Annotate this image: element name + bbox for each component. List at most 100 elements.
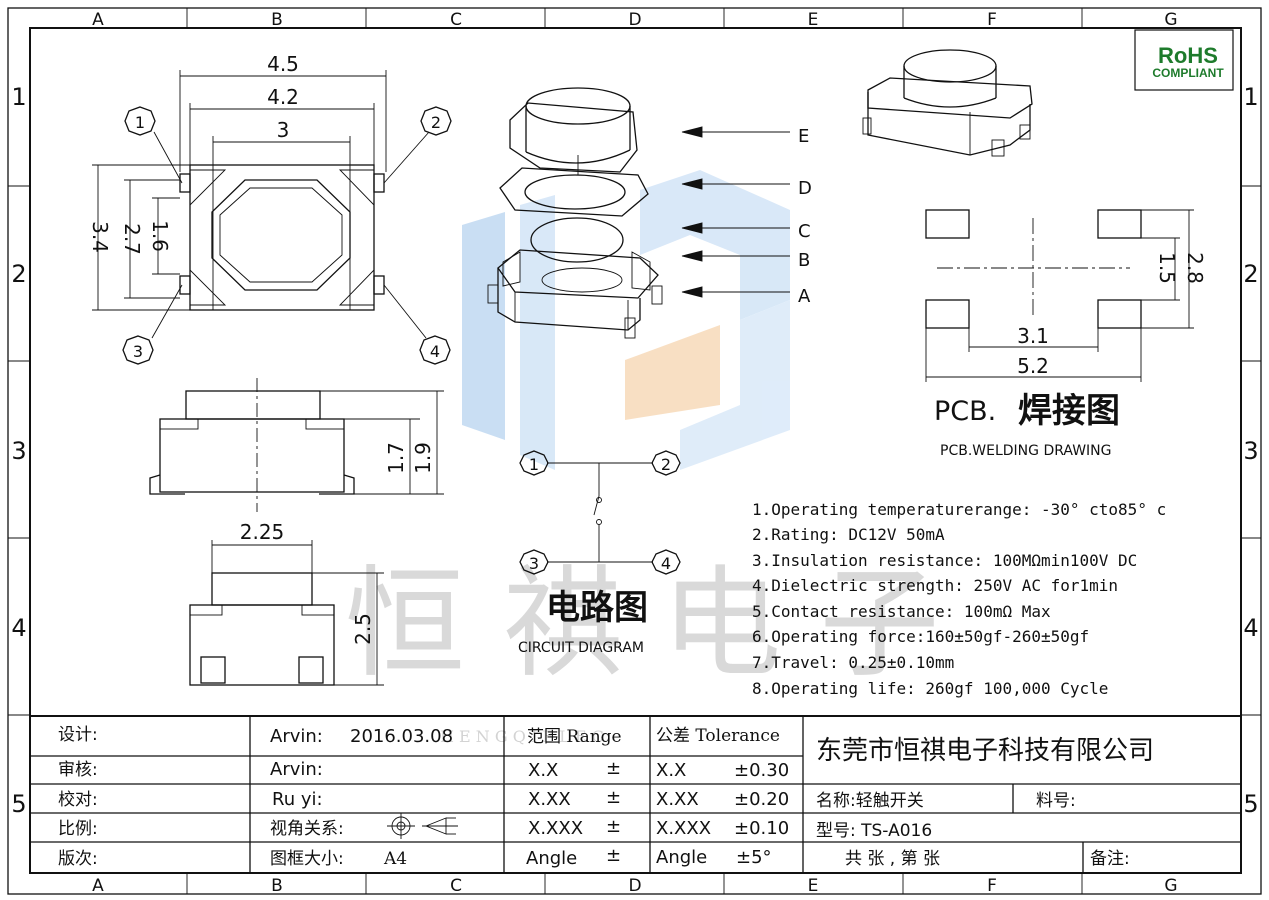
range-pm-2: ± xyxy=(606,787,621,808)
tol-val-3: ±0.10 xyxy=(734,818,789,839)
zone-top-F: F xyxy=(987,10,997,30)
zone-left-3: 3 xyxy=(11,437,26,465)
top-view-body xyxy=(189,164,375,311)
pin-label-4: 4 xyxy=(430,342,440,361)
zone-top-D: D xyxy=(628,10,641,30)
rohs-badge: RoHS COMPLIANT xyxy=(1134,29,1234,91)
spec-list: 1.Operating temperaturerange: -30° cto85… xyxy=(752,500,1166,698)
zone-bottom-A: A xyxy=(92,876,104,896)
zone-right-1: 1 xyxy=(1243,83,1258,111)
range-row-4: Angle xyxy=(526,848,577,869)
zone-left-5: 5 xyxy=(11,790,26,818)
label-scale: 比例: xyxy=(58,819,98,839)
pcb-pad-1 xyxy=(925,209,970,239)
pcb-dim-width-outer: 5.2 xyxy=(1017,354,1049,378)
range-row-2: X.XX xyxy=(528,789,571,810)
pin-terminal-1 xyxy=(179,173,191,193)
label-design: 设计: xyxy=(58,725,98,745)
top-view-actuator-outer xyxy=(211,179,351,291)
range-pm-3: ± xyxy=(606,816,621,837)
spec-line: 2.Rating: DC12V 50mA xyxy=(752,525,945,544)
pcb-dim-height-inner: 1.5 xyxy=(1155,252,1179,284)
zone-row-labels: 1 2 3 4 5 1 2 3 4 5 xyxy=(11,83,1258,818)
front-view: 2.25 2.5 xyxy=(189,520,384,686)
zone-bottom-G: G xyxy=(1164,876,1177,896)
spec-line: 8.Operating life: 260gf 100,000 Cycle xyxy=(752,679,1108,698)
side-view: 1.7 1.9 xyxy=(149,378,444,512)
label-version: 版次: xyxy=(58,849,98,869)
tol-val-1: ±0.30 xyxy=(734,760,789,781)
spec-line: 3.Insulation resistance: 100MΩmin100V DC xyxy=(752,551,1137,570)
rohs-subtitle: COMPLIANT xyxy=(1152,66,1224,80)
tol-key-4: Angle xyxy=(656,847,707,868)
pcb-pad-3 xyxy=(925,299,970,329)
rohs-title: RoHS xyxy=(1158,43,1218,68)
frame-size-value: A4 xyxy=(383,849,407,869)
dim-height-inner: 1.6 xyxy=(148,220,172,252)
zone-bottom-E: E xyxy=(808,876,819,896)
frame-size-label: 图框大小: xyxy=(270,849,344,869)
zone-top-C: C xyxy=(450,10,462,30)
spec-line: 7.Travel: 0.25±0.10mm xyxy=(752,653,954,672)
zone-top-E: E xyxy=(808,10,819,30)
circuit-diagram: 1 2 3 4 电路图 CIRCUIT DIAGRAM xyxy=(518,450,681,656)
zone-top-G: G xyxy=(1164,10,1177,30)
dim-height-mid: 2.7 xyxy=(120,223,144,255)
sheet-count: 共 张 , 第 张 xyxy=(845,849,940,869)
dim-height-outer: 3.4 xyxy=(88,221,112,253)
part-label-D: D xyxy=(798,178,812,199)
top-view-actuator-inner xyxy=(219,187,343,283)
spec-line: 1.Operating temperaturerange: -30° cto85… xyxy=(752,500,1166,519)
title-block: 设计: 审核: 校对: 比例: 版次: Arvin: 2016.03.08 Ar… xyxy=(30,715,1241,873)
pin-label-3: 3 xyxy=(133,342,143,361)
circuit-pin-2: 2 xyxy=(661,455,671,474)
zone-bottom-D: D xyxy=(628,876,641,896)
pcb-pad-2 xyxy=(1097,209,1142,239)
part-E-cap xyxy=(509,87,638,175)
watermark-text: 恒 祺 电 子 H E N G Q I E L E C xyxy=(345,555,939,746)
zone-left-4: 4 xyxy=(11,614,26,642)
zone-right-3: 3 xyxy=(1243,437,1258,465)
tol-val-2: ±0.20 xyxy=(734,789,789,810)
zone-right-4: 4 xyxy=(1243,614,1258,642)
company-name: 东莞市恒祺电子科技有限公司 xyxy=(816,736,1154,766)
part-label-E: E xyxy=(798,126,809,147)
spec-line: 6.Operating force:160±50gf-260±50gf xyxy=(752,627,1089,646)
dim-side-height-body: 1.7 xyxy=(384,442,408,474)
brand-logo-watermark xyxy=(462,170,790,470)
dim-width-outer: 4.5 xyxy=(267,52,299,76)
tol-key-2: X.XX xyxy=(656,789,699,810)
pcb-layout: 3.1 5.2 1.5 2.8 PCB. 焊接图 PCB.WELDING DRA… xyxy=(925,209,1207,459)
part-label-A: A xyxy=(798,286,811,307)
pin-terminal-4 xyxy=(373,275,385,295)
part-A-base xyxy=(487,249,663,339)
tolerance-header: 公差 Tolerance xyxy=(656,726,780,746)
outer-border xyxy=(7,7,1262,895)
pcb-dim-height-outer: 2.8 xyxy=(1183,252,1207,284)
spec-line: 4.Dielectric strength: 250V AC for1min xyxy=(752,576,1118,595)
zone-ticks xyxy=(8,8,1261,894)
label-review: 审核: xyxy=(58,760,98,780)
range-pm-4: ± xyxy=(606,845,621,866)
range-row-1: X.X xyxy=(528,760,558,781)
part-label-B: B xyxy=(798,250,810,271)
pcb-subtitle: PCB.WELDING DRAWING xyxy=(940,443,1112,459)
tol-key-3: X.XXX xyxy=(656,818,711,839)
zone-bottom-B: B xyxy=(271,876,283,896)
projection-symbol xyxy=(387,813,458,839)
tol-key-1: X.X xyxy=(656,760,686,781)
top-view: 1 2 3 4 4.5 4.2 3 3.4 2.7 1.6 xyxy=(88,52,452,365)
pcb-title-cn: 焊接图 xyxy=(1018,391,1120,431)
model-number: 型号: TS-A016 xyxy=(816,821,932,841)
remark-label: 备注: xyxy=(1090,849,1130,869)
pin-terminal-2 xyxy=(373,173,385,193)
circuit-pin-1: 1 xyxy=(529,455,539,474)
pcb-pad-4 xyxy=(1097,299,1142,329)
design-name: Arvin: xyxy=(270,726,323,747)
exploded-view: E D C B A xyxy=(487,87,812,339)
part-name: 名称:轻触开关 xyxy=(816,791,924,811)
zone-bottom-C: C xyxy=(450,876,462,896)
watermark-chars: 恒 祺 电 子 xyxy=(345,555,939,694)
zone-left-2: 2 xyxy=(11,260,26,288)
